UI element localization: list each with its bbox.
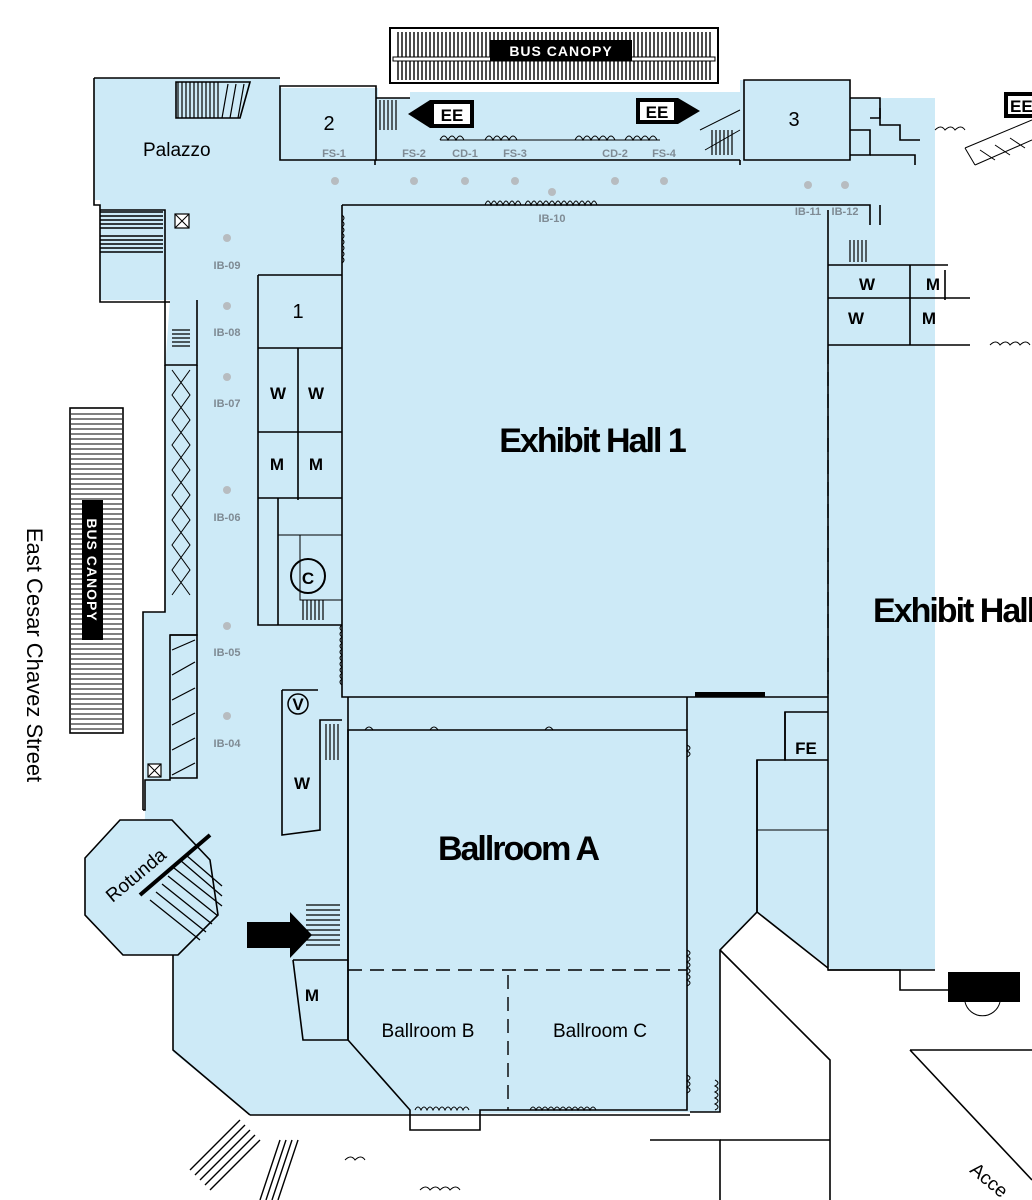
code-cd2: CD-2 bbox=[602, 148, 628, 160]
restroom-m-label: M bbox=[305, 986, 319, 1005]
bus-canopy-side: BUS CANOPY bbox=[69, 407, 124, 734]
coat-check-label: C bbox=[302, 569, 314, 588]
location-dots bbox=[223, 177, 849, 720]
restroom-w-label: W bbox=[294, 774, 311, 793]
room-1-block: 1 W W M M C bbox=[257, 274, 342, 626]
code-ib11: IB-11 bbox=[795, 206, 821, 218]
access-label: Acce bbox=[966, 1159, 1012, 1200]
restrooms-west: V W M bbox=[247, 689, 348, 1041]
bus-canopy-top: BUS CANOPY bbox=[389, 27, 719, 84]
code-ib10: IB-10 bbox=[539, 213, 566, 225]
code-fs3: FS-3 bbox=[503, 148, 527, 160]
room-3-label: 3 bbox=[788, 109, 799, 131]
ee-right-label: EE bbox=[646, 103, 669, 122]
restroom-m-label: M bbox=[270, 455, 284, 474]
code-ib09: IB-09 bbox=[214, 260, 241, 272]
restroom-w-label: W bbox=[308, 384, 325, 403]
restroom-w-label: W bbox=[270, 384, 287, 403]
code-ib12: IB-12 bbox=[832, 206, 859, 218]
code-fs1: FS-1 bbox=[322, 148, 346, 160]
code-ib07: IB-07 bbox=[214, 398, 241, 410]
exhibit-hall-1: Exhibit Hall 1 bbox=[339, 200, 829, 698]
restroom-m-label: M bbox=[309, 455, 323, 474]
room-1-label: 1 bbox=[292, 301, 303, 323]
stairs-details: Acce bbox=[100, 81, 1032, 1200]
restroom-m-label: M bbox=[926, 275, 940, 294]
restroom-w-label: W bbox=[859, 275, 876, 294]
code-labels: FS-1 FS-2 CD-1 FS-3 CD-2 FS-4 IB-10 IB-1… bbox=[214, 148, 859, 750]
ballroom-c-label: Ballroom C bbox=[553, 1021, 647, 1042]
outer-walls bbox=[93, 77, 948, 1116]
ee-left-label: EE bbox=[441, 106, 464, 125]
code-cd1: CD-1 bbox=[452, 148, 478, 160]
restroom-m-label: M bbox=[922, 309, 936, 328]
palazzo-label: Palazzo bbox=[143, 140, 211, 161]
top-door-swings bbox=[439, 135, 660, 142]
floor-area bbox=[94, 78, 935, 1115]
rotunda: Rotunda bbox=[84, 819, 223, 956]
room-2-label: 2 bbox=[323, 113, 334, 135]
code-ib08: IB-08 bbox=[214, 327, 241, 339]
ee-edge-label: EE bbox=[1010, 97, 1032, 116]
restrooms-east: W M W M bbox=[828, 204, 970, 346]
code-ib06: IB-06 bbox=[214, 512, 241, 524]
exhibit-hall-1-label: Exhibit Hall 1 bbox=[499, 422, 686, 460]
exhibit-hall-2-label: Exhibit Hall bbox=[873, 592, 1032, 630]
fe-room: FE bbox=[756, 712, 829, 969]
restroom-w-label: W bbox=[848, 309, 865, 328]
code-ib04: IB-04 bbox=[214, 738, 242, 750]
entrance-markers: EE EE EE bbox=[408, 92, 1032, 128]
bus-canopy-top-label: BUS CANOPY bbox=[509, 43, 612, 59]
ballroom-b-label: Ballroom B bbox=[382, 1021, 475, 1042]
ballroom-a-label: Ballroom A bbox=[438, 830, 600, 868]
bus-canopy-side-label: BUS CANOPY bbox=[84, 518, 100, 621]
ballroom-block: Ballroom A Ballroom B Ballroom C bbox=[347, 697, 691, 1131]
fe-label: FE bbox=[795, 739, 817, 758]
street-label: East Cesar Chavez Street bbox=[22, 528, 47, 782]
vending-label: V bbox=[292, 695, 304, 714]
code-fs4: FS-4 bbox=[652, 148, 677, 160]
code-ib05: IB-05 bbox=[214, 647, 241, 659]
code-fs2: FS-2 bbox=[402, 148, 426, 160]
